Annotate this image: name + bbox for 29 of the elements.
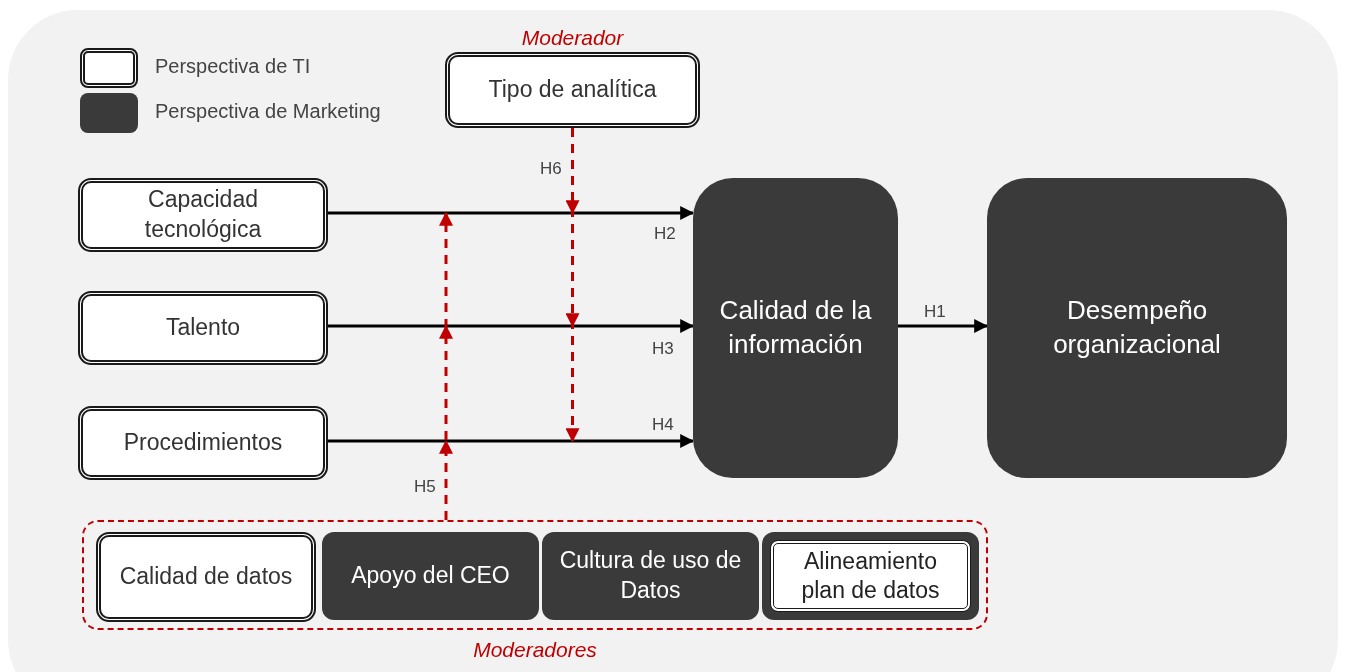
node-label: Tipo de analítica [488, 75, 657, 105]
legend-label: Perspectiva de TI [155, 55, 311, 78]
node-label: Calidad de datos [119, 562, 293, 592]
node-label: Capacidad tecnológica [143, 185, 263, 244]
process-box [78, 406, 328, 480]
arrow [328, 206, 695, 220]
arrow [328, 319, 695, 333]
moderator-arrow [566, 128, 580, 442]
process-box [78, 291, 328, 365]
process-box [96, 532, 316, 622]
process-box [987, 178, 1287, 478]
process-box [78, 178, 328, 252]
arrow [898, 319, 989, 333]
moderator-arrow [439, 212, 453, 520]
node-label: Talento [165, 313, 241, 343]
process-box [762, 532, 979, 620]
process-box [322, 532, 539, 620]
node-label: Apoyo del CEO [351, 561, 510, 591]
node-label: Calidad de la información [718, 294, 873, 361]
process-box [542, 532, 759, 620]
node-label: Cultura de uso de Datos [558, 546, 743, 605]
node-label: Desempeño organizacional [1052, 294, 1222, 361]
node-label: Procedimientos [123, 428, 283, 458]
legend-label: Perspectiva de Marketing [155, 100, 381, 123]
moderator-caption: Moderador [521, 24, 624, 51]
arrow [328, 434, 695, 448]
node-label: Alineamiento plan de datos [770, 540, 971, 612]
group-title: Moderadores [473, 637, 597, 663]
process-box [693, 178, 898, 478]
